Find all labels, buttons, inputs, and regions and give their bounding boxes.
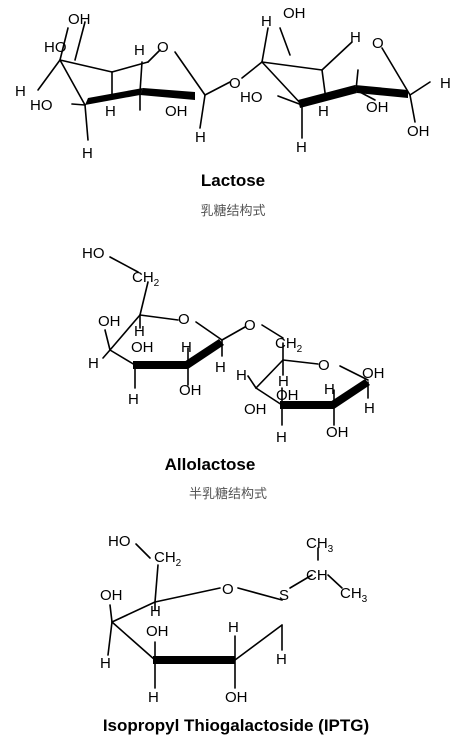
allolactose-ring-o-bottom: O (318, 357, 330, 374)
allolactose-h-c2: H (181, 339, 192, 356)
allolactose-oh-c2: OH (179, 382, 202, 399)
allolactose-h-c4: H (88, 355, 99, 372)
iptg-structure: HO CH2 O S CH3 CH CH3 OH H H OH H H H OH… (100, 533, 369, 735)
lactose-ring-o-right: O (372, 35, 384, 52)
allolactose-oh-c1b: OH (362, 365, 385, 382)
allolactose-structure: HO CH2 OH H O H OH H H OH H O CH2 O H OH… (82, 245, 385, 501)
lactose-h-c4b: H (261, 13, 272, 30)
lactose-glycosidic-o: O (229, 75, 241, 92)
iptg-h-c3: H (148, 689, 159, 706)
lactose-h-c3b: H (296, 139, 307, 156)
lactose-ring-o-left: O (157, 39, 169, 56)
allolactose-h-c3b: H (276, 429, 287, 446)
allolactose-h-c3: H (128, 391, 139, 408)
lactose-h-c5: H (134, 42, 145, 59)
allolactose-oh-c2b: OH (326, 424, 349, 441)
lactose-ho-c4: HO (44, 39, 67, 56)
allolactose-ch2-link: CH2 (275, 335, 303, 355)
allolactose-ch2-top: CH2 (132, 269, 160, 289)
lactose-structure: OH HO H HO H H H O OH H O H OH HO H H H … (15, 5, 451, 218)
lactose-oh-c2: OH (165, 103, 188, 120)
allolactose-oh-c3: OH (131, 339, 154, 356)
allolactose-h-c2b: H (324, 381, 335, 398)
allolactose-h-c1b: H (364, 400, 375, 417)
allolactose-link-o: O (244, 317, 256, 334)
lactose-oh-c1b: OH (407, 123, 430, 140)
allolactose-oh-c4: OH (98, 313, 121, 330)
iptg-oh-c2: OH (225, 689, 248, 706)
lactose-name: Lactose (201, 171, 265, 190)
allolactose-h-c5b: H (278, 373, 289, 390)
iptg-h-c5: H (150, 603, 161, 620)
lactose-h-c1: H (195, 129, 206, 146)
allolactose-h-c4b: H (236, 367, 247, 384)
lactose-h-c1b: H (440, 75, 451, 92)
iptg-ch2: CH2 (154, 549, 182, 569)
iptg-sulfur: S (279, 587, 289, 604)
lactose-h-c2: H (105, 103, 116, 120)
iptg-oh-c3: OH (146, 623, 169, 640)
lactose-ho-c3: HO (30, 97, 53, 114)
iptg-name: Isopropyl Thiogalactoside (IPTG) (103, 716, 369, 735)
iptg-ring-o: O (222, 581, 234, 598)
lactose-h-c2b: H (318, 103, 329, 120)
iptg-ch3-right: CH3 (340, 585, 368, 605)
iptg-ho-ch2: HO (108, 533, 131, 550)
allolactose-ring-o-top: O (178, 311, 190, 328)
allolactose-name: Allolactose (165, 455, 256, 474)
lactose-oh-c2b: OH (366, 99, 389, 116)
allolactose-h-c5: H (134, 323, 145, 340)
lactose-ho-c3b: HO (240, 89, 263, 106)
iptg-ch-isopropyl: CH (306, 567, 328, 584)
lactose-h-c3: H (82, 145, 93, 162)
allolactose-oh-c3b: OH (276, 387, 299, 404)
lactose-caption: 乳糖结构式 (200, 203, 265, 218)
iptg-h-c1: H (276, 651, 287, 668)
lactose-oh-ch2b: OH (283, 5, 306, 22)
allolactose-oh-c4b: OH (244, 401, 267, 418)
iptg-oh-c4: OH (100, 587, 123, 604)
iptg-ch3-top: CH3 (306, 535, 334, 555)
allolactose-ho-ch2: HO (82, 245, 105, 262)
lactose-h-c5b: H (350, 29, 361, 46)
iptg-h-c2: H (228, 619, 239, 636)
allolactose-h-c1: H (215, 359, 226, 376)
lactose-oh-ch2: OH (68, 11, 91, 28)
lactose-h-c4: H (15, 83, 26, 100)
allolactose-caption: 半乳糖结构式 (189, 486, 267, 501)
iptg-h-c4: H (100, 655, 111, 672)
